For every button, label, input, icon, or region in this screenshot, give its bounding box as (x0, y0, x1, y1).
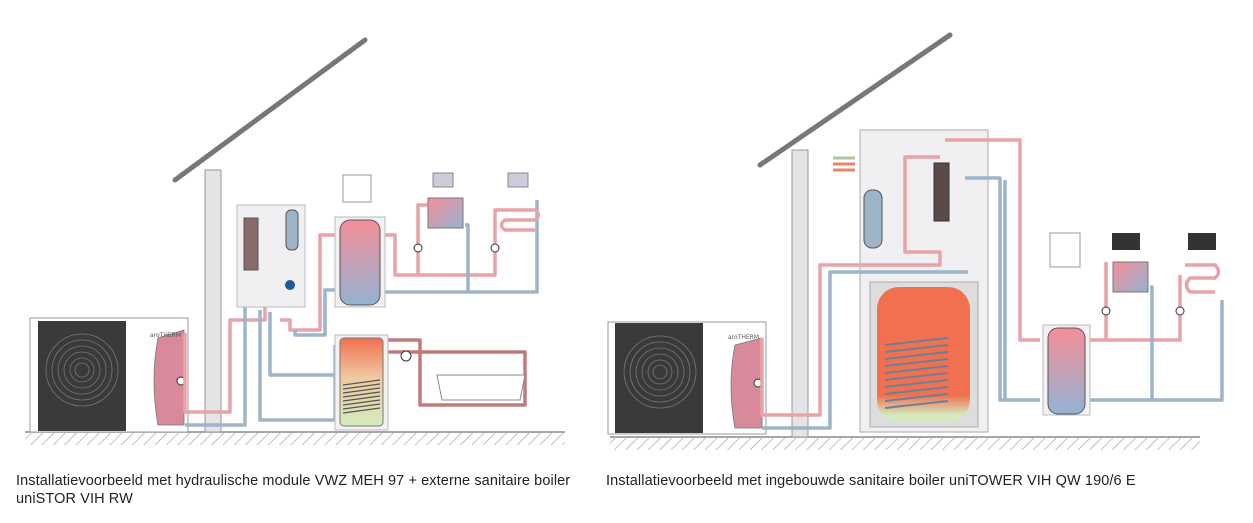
ground (25, 431, 565, 445)
fan-icon (45, 333, 119, 407)
buffer-tank (334, 216, 386, 308)
control-unit (342, 174, 372, 203)
pump-1-icon (413, 243, 423, 253)
control-unit (1049, 232, 1081, 268)
ground (610, 436, 1200, 450)
unit-brand-label: aroTHERM (150, 332, 181, 339)
radiator (427, 197, 464, 229)
fan-icon (623, 335, 697, 409)
buffer-tank (1042, 324, 1091, 416)
roof-line (757, 32, 953, 168)
hydraulic-module (236, 204, 306, 308)
dhw-boiler (334, 334, 412, 431)
pump-2-icon (490, 243, 500, 253)
supply-arrows (833, 156, 855, 172)
pump-1-icon (1101, 306, 1111, 316)
pump-2-icon (1175, 306, 1185, 316)
thermostat-2 (1188, 233, 1216, 250)
outdoor-heat-pump-unit: aroTHERM (29, 317, 189, 433)
thermostat-1 (1112, 233, 1140, 250)
roof-line (172, 37, 368, 183)
radiator (1112, 261, 1149, 293)
right-installation-diagram: aroTHERM (607, 32, 1224, 450)
pipes (760, 138, 1224, 430)
right-diagram-panel: aroTHERM (600, 0, 1253, 523)
caption-left: Installatievoorbeeld met hydraulische mo… (16, 473, 571, 507)
unitower (859, 129, 989, 433)
house-wall (204, 169, 222, 433)
caption-right: Installatievoorbeeld met ingebouwde sani… (606, 473, 1136, 489)
unit-brand-label: aroTHERM (728, 334, 759, 341)
left-installation-diagram: aroTHERM (25, 37, 565, 445)
left-diagram-panel: aroTHERM (0, 0, 600, 523)
outdoor-heat-pump-unit: aroTHERM (607, 321, 767, 435)
thermostat-2 (507, 172, 529, 188)
bathtub (436, 374, 526, 401)
house-wall (791, 149, 809, 438)
thermostat-1 (432, 172, 454, 188)
